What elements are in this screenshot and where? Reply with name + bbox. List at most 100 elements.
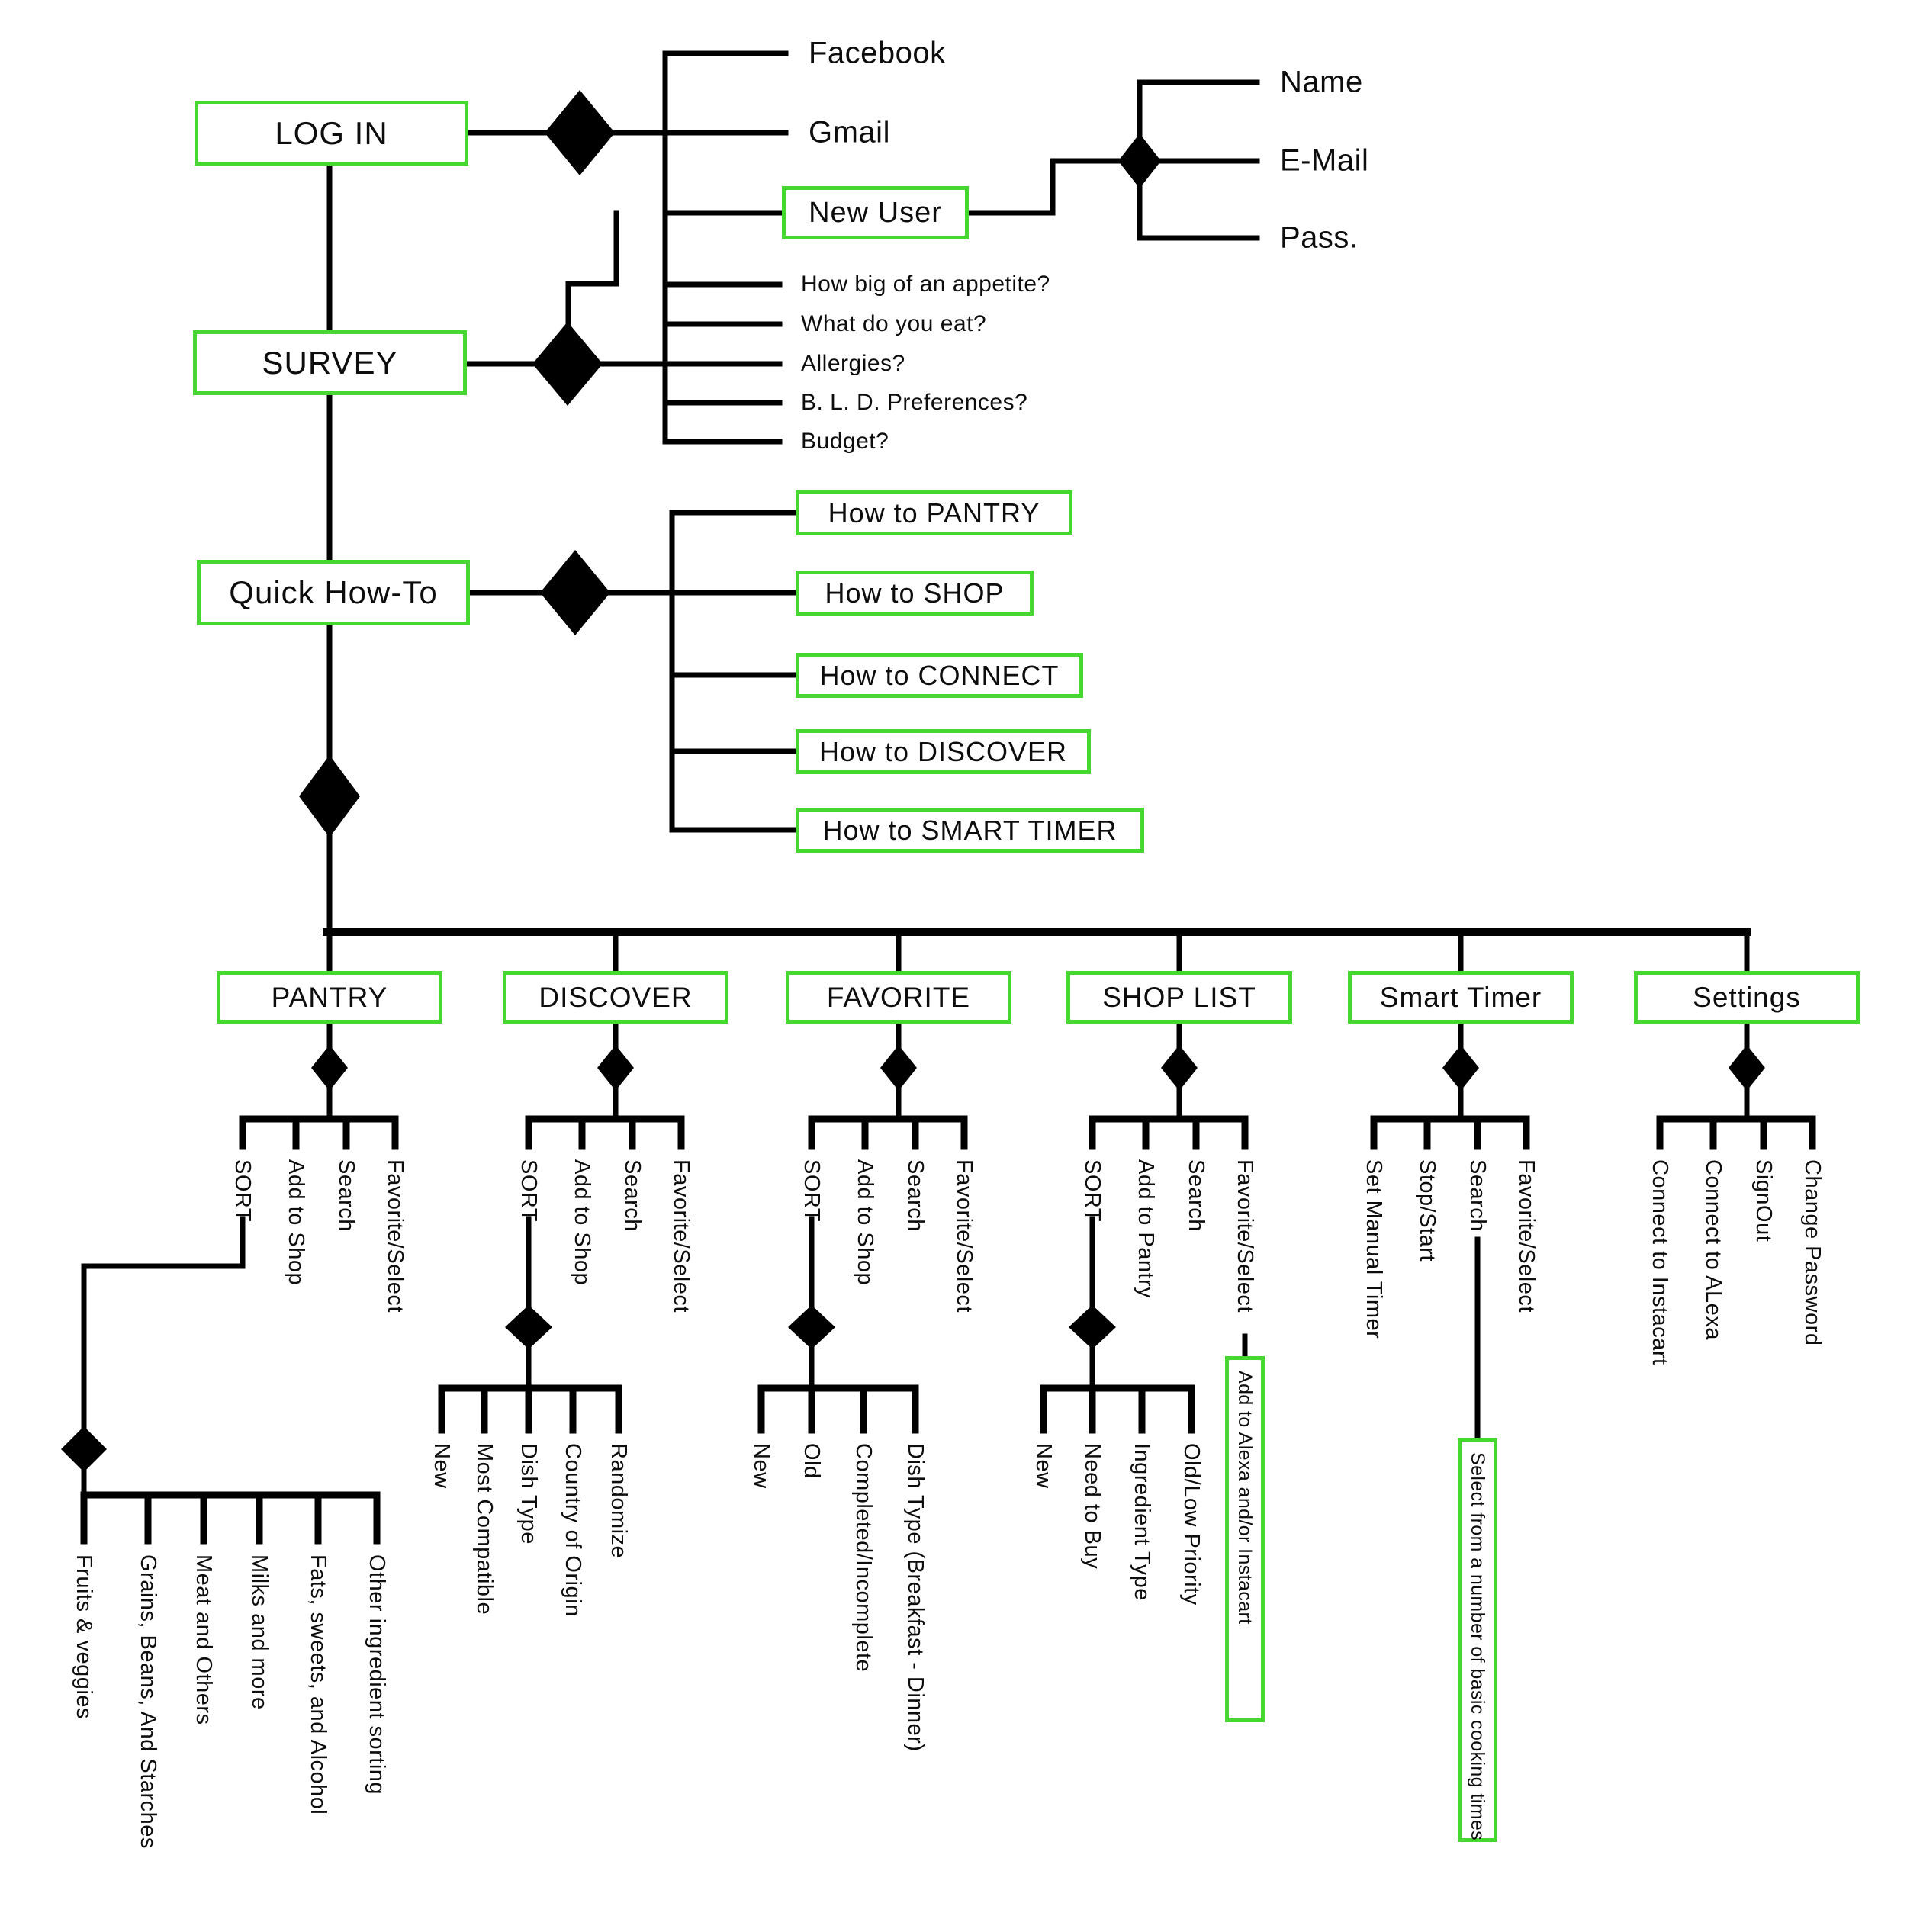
howto-pantry-label: How to PANTRY xyxy=(828,497,1040,529)
howto-smart-timer-box: How to SMART TIMER xyxy=(796,808,1144,853)
shop-list-alexa-instacart-note-box: Add to Alexa and/or Instacart xyxy=(1225,1356,1265,1722)
pantry-sort-other-ingredient: Other ingredient sorting xyxy=(365,1554,389,1795)
section-smart-timer-box: Smart Timer xyxy=(1348,971,1574,1024)
section-settings-title: Settings xyxy=(1693,981,1801,1013)
survey-question-appetite: How big of an appetite? xyxy=(801,272,1050,297)
section-pantry-title: PANTRY xyxy=(271,981,388,1013)
decision-diamond-icon xyxy=(299,755,360,837)
favorite-action-add-to-shop: Add to Shop xyxy=(853,1159,877,1286)
favorite-sort-completed-incomplete: Completed/Incomplete xyxy=(851,1443,876,1673)
howto-connect-box: How to CONNECT xyxy=(796,653,1083,698)
shop-list-sort-old-low-priority: Old/Low Priority xyxy=(1179,1443,1204,1606)
survey-label: SURVEY xyxy=(262,344,398,381)
section-shop-list-box: SHOP LIST xyxy=(1066,971,1292,1024)
howto-discover-box: How to DISCOVER xyxy=(796,729,1091,774)
smart-timer-cooking-times-note: Select from a number of basic cooking ti… xyxy=(1467,1452,1489,1841)
section-shop-list-title: SHOP LIST xyxy=(1102,981,1256,1013)
decision-diamond-icon xyxy=(61,1426,107,1472)
howto-discover-label: How to DISCOVER xyxy=(818,735,1068,767)
decision-diamond-icon xyxy=(1161,1045,1198,1091)
discover-sort-randomize: Randomize xyxy=(606,1443,631,1559)
decision-diamond-icon xyxy=(788,1305,835,1349)
decision-diamond-icon xyxy=(1069,1305,1116,1349)
decision-diamond-icon xyxy=(311,1045,348,1091)
quick-howto-box: Quick How-To xyxy=(197,560,470,625)
section-pantry-box: PANTRY xyxy=(217,971,442,1024)
decision-diamond-icon xyxy=(597,1045,634,1091)
survey-question-bld: B. L. D. Preferences? xyxy=(801,390,1028,415)
section-settings-box: Settings xyxy=(1634,971,1860,1024)
discover-sort-dish-type: Dish Type xyxy=(516,1443,541,1545)
smart-timer-action-favorite-select: Favorite/Select xyxy=(1514,1159,1539,1313)
shop-list-action-favorite-select: Favorite/Select xyxy=(1233,1159,1257,1313)
favorite-sort-new: New xyxy=(749,1443,773,1489)
decision-diamond-icon xyxy=(532,322,603,406)
howto-pantry-box: How to PANTRY xyxy=(796,490,1072,535)
smart-timer-action-search: Search xyxy=(1465,1159,1490,1232)
new-user-field-name: Name xyxy=(1280,65,1363,99)
section-discover-title: DISCOVER xyxy=(539,981,693,1013)
settings-action-signout: SignOut xyxy=(1751,1159,1776,1242)
pantry-action-sort: SORT xyxy=(230,1159,255,1223)
login-option-gmail: Gmail xyxy=(809,115,890,149)
howto-smart-timer-label: How to SMART TIMER xyxy=(822,814,1118,846)
settings-action-connect-alexa: Connect to ALexa xyxy=(1701,1159,1725,1340)
discover-sort-new: New xyxy=(429,1443,454,1489)
favorite-sort-old: Old xyxy=(799,1443,824,1479)
pantry-sort-milks-more: Milks and more xyxy=(247,1554,272,1710)
pantry-sort-fats-sweets-alcohol: Fats, sweets, and Alcohol xyxy=(306,1554,330,1815)
new-user-box: New User xyxy=(782,186,969,239)
smart-timer-cooking-times-note-box: Select from a number of basic cooking ti… xyxy=(1458,1438,1497,1842)
favorite-action-favorite-select: Favorite/Select xyxy=(952,1159,976,1313)
section-favorite-title: FAVORITE xyxy=(826,981,971,1013)
decision-diamond-icon xyxy=(540,550,610,635)
shop-list-sort-ingredient-type: Ingredient Type xyxy=(1130,1443,1154,1601)
favorite-action-sort: SORT xyxy=(799,1159,824,1223)
pantry-action-add-to-shop: Add to Shop xyxy=(284,1159,308,1286)
section-discover-box: DISCOVER xyxy=(503,971,728,1024)
discover-sort-country-origin: Country of Origin xyxy=(561,1443,585,1617)
discover-sort-most-compatible: Most Compatible xyxy=(472,1443,497,1615)
shop-list-action-sort: SORT xyxy=(1080,1159,1105,1223)
settings-action-connect-instacart: Connect to Instacart xyxy=(1648,1159,1672,1365)
shop-list-sort-need-to-buy: Need to Buy xyxy=(1080,1443,1105,1570)
pantry-action-search: Search xyxy=(334,1159,359,1232)
section-smart-timer-title: Smart Timer xyxy=(1379,981,1542,1013)
pantry-sort-grains-beans-starches: Grains, Beans, And Starches xyxy=(136,1554,160,1849)
decision-diamond-icon xyxy=(545,90,615,175)
decision-diamond-icon xyxy=(1729,1045,1765,1091)
survey-question-budget: Budget? xyxy=(801,429,889,454)
survey-question-what-eat: What do you eat? xyxy=(801,311,987,336)
pantry-sort-meat-others: Meat and Others xyxy=(191,1554,216,1725)
smart-timer-action-set-manual: Set Manual Timer xyxy=(1362,1159,1386,1339)
shop-list-alexa-instacart-note: Add to Alexa and/or Instacart xyxy=(1234,1371,1256,1625)
new-user-label: New User xyxy=(809,196,942,229)
favorite-sort-dish-type: Dish Type (Breakfast - Dinner) xyxy=(903,1443,928,1752)
login-option-facebook: Facebook xyxy=(809,36,946,70)
decision-diamond-icon xyxy=(880,1045,917,1091)
discover-action-add-to-shop: Add to Shop xyxy=(570,1159,594,1286)
discover-action-favorite-select: Favorite/Select xyxy=(669,1159,693,1313)
howto-shop-box: How to SHOP xyxy=(796,571,1034,616)
login-label: LOG IN xyxy=(275,114,388,151)
pantry-action-favorite-select: Favorite/Select xyxy=(383,1159,407,1313)
new-user-field-password: Pass. xyxy=(1280,220,1359,255)
survey-question-allergies: Allergies? xyxy=(801,351,905,376)
discover-action-sort: SORT xyxy=(516,1159,541,1223)
decision-diamond-icon xyxy=(1118,133,1161,188)
shop-list-sort-new: New xyxy=(1031,1443,1056,1489)
shop-list-action-add-to-pantry: Add to Pantry xyxy=(1134,1159,1158,1299)
survey-box: SURVEY xyxy=(193,330,467,395)
decision-diamond-icon xyxy=(505,1305,552,1349)
favorite-action-search: Search xyxy=(903,1159,928,1232)
decision-diamond-icon xyxy=(1442,1045,1479,1091)
settings-action-change-password: Change Password xyxy=(1800,1159,1825,1346)
pantry-sort-fruits-veggies: Fruits & veggies xyxy=(72,1554,96,1719)
section-favorite-box: FAVORITE xyxy=(786,971,1011,1024)
new-user-field-email: E-Mail xyxy=(1280,143,1369,178)
login-box: LOG IN xyxy=(195,101,468,166)
shop-list-action-search: Search xyxy=(1184,1159,1208,1232)
howto-connect-label: How to CONNECT xyxy=(819,659,1060,691)
